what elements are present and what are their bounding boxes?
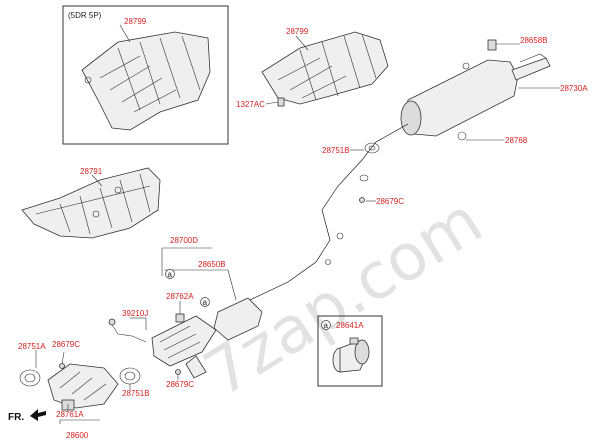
catalytic-converter-part[interactable]: [151, 297, 263, 379]
front-direction-indicator: FR.: [8, 409, 46, 423]
inset-label: (5DR 5P): [68, 11, 102, 20]
part-28751A[interactable]: 28751A: [18, 342, 46, 351]
oxygen-sensor-39210j[interactable]: [108, 318, 147, 343]
rear-muffler-part[interactable]: [400, 39, 551, 141]
pipe-clamp-part[interactable]: [332, 337, 370, 373]
part-28751B-top[interactable]: 28751B: [322, 146, 350, 155]
part-28730A[interactable]: 28730A: [560, 84, 588, 93]
part-28762A[interactable]: 28762A: [166, 292, 194, 301]
part-39210J[interactable]: 39210J: [122, 309, 148, 318]
part-1327AC[interactable]: 1327AC: [236, 100, 265, 109]
inset-box: [62, 5, 229, 145]
bolt-28679c-mid[interactable]: [359, 197, 365, 203]
part-28650B[interactable]: 28650B: [198, 260, 226, 269]
bolt-28679c-left[interactable]: [59, 363, 65, 369]
exhaust-manifold-part[interactable]: [19, 363, 119, 411]
gasket-28751b-top[interactable]: [359, 142, 380, 182]
part-28600[interactable]: 28600: [66, 431, 89, 440]
svg-text:a: a: [324, 321, 329, 330]
heat-protector-28791-part[interactable]: [21, 167, 161, 239]
part-28799-inset[interactable]: 28799: [124, 17, 147, 26]
heat-shield-part[interactable]: [261, 31, 389, 105]
part-28799[interactable]: 28799: [286, 27, 309, 36]
callout-a-upper: a: [165, 269, 175, 279]
part-28658B[interactable]: 28658B: [520, 36, 548, 45]
clamp-detail-box: [317, 315, 383, 387]
callout-a-lower: a: [200, 297, 210, 307]
hanger-28762a[interactable]: [175, 313, 185, 323]
watermark: 7zap.com: [192, 184, 495, 412]
part-28791[interactable]: 28791: [80, 167, 103, 176]
center-pipe-part[interactable]: [229, 123, 409, 313]
front-arrow-icon: [30, 409, 46, 421]
bolt-1327ac[interactable]: [277, 97, 285, 107]
bolt-28679c-bottom[interactable]: [175, 369, 181, 375]
svg-text:a: a: [203, 298, 208, 307]
part-28679C-mid[interactable]: 28679C: [376, 197, 404, 206]
part-28768[interactable]: 28768: [505, 136, 528, 145]
part-28679C-left[interactable]: 28679C: [52, 340, 80, 349]
front-label: FR.: [8, 412, 24, 423]
part-28761A[interactable]: 28761A: [56, 410, 84, 419]
gasket-28751b-bottom[interactable]: [119, 367, 141, 385]
heat-shield-inset-part[interactable]: [81, 31, 211, 131]
part-28700D[interactable]: 28700D: [170, 236, 198, 245]
part-28679C-bottom[interactable]: 28679C: [166, 380, 194, 389]
svg-text:a: a: [168, 270, 173, 279]
part-28641A[interactable]: 28641A: [336, 321, 364, 330]
callout-a-clamp: a: [321, 320, 331, 330]
part-28751B-bottom[interactable]: 28751B: [122, 389, 150, 398]
